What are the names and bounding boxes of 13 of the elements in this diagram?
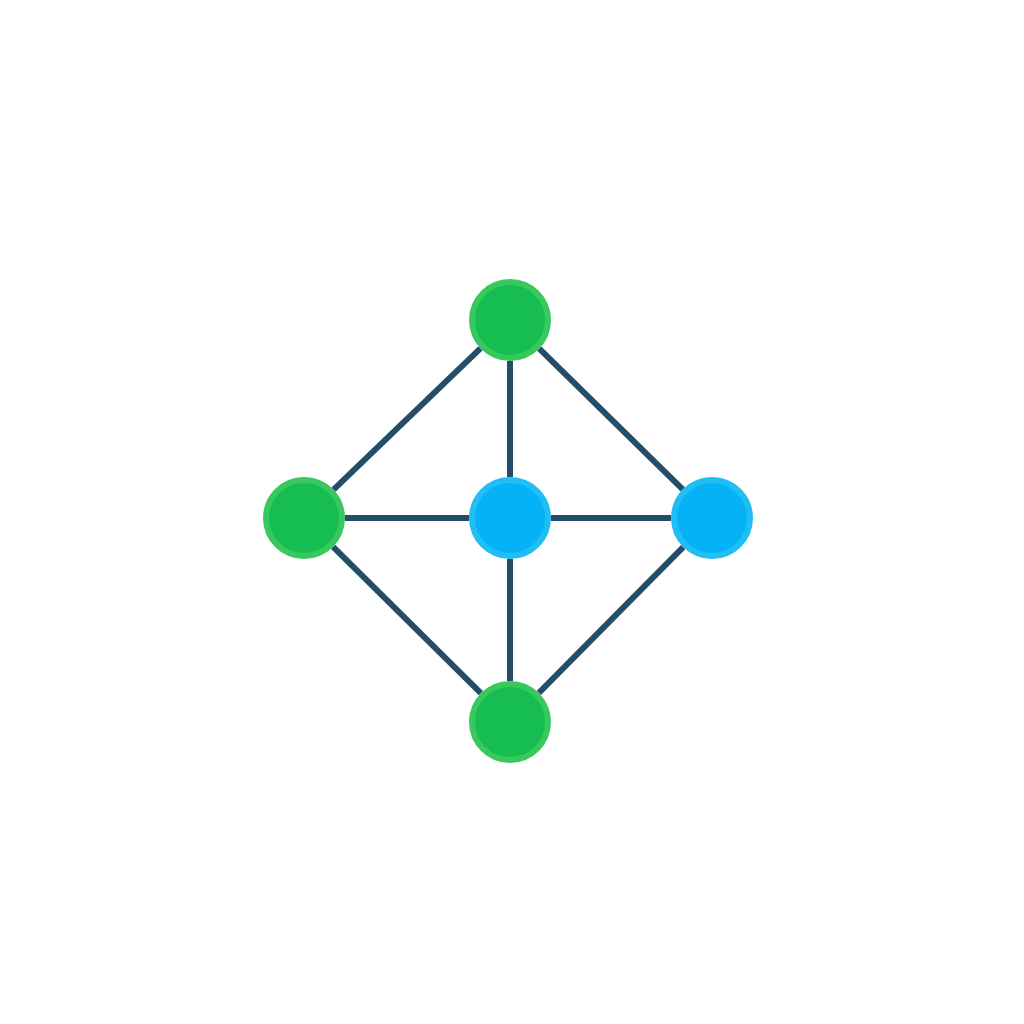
circle-node <box>469 279 551 361</box>
circle-node <box>469 681 551 763</box>
circle-node <box>671 477 753 559</box>
circle-node <box>263 477 345 559</box>
edge-line <box>551 515 671 521</box>
edge-line <box>345 515 469 521</box>
edge-line <box>331 544 483 696</box>
edge-line <box>536 545 686 695</box>
edge-line <box>507 361 513 477</box>
edge-line <box>331 346 483 492</box>
circle-node <box>469 477 551 559</box>
edge-line <box>537 346 685 492</box>
edge-line <box>507 559 513 681</box>
